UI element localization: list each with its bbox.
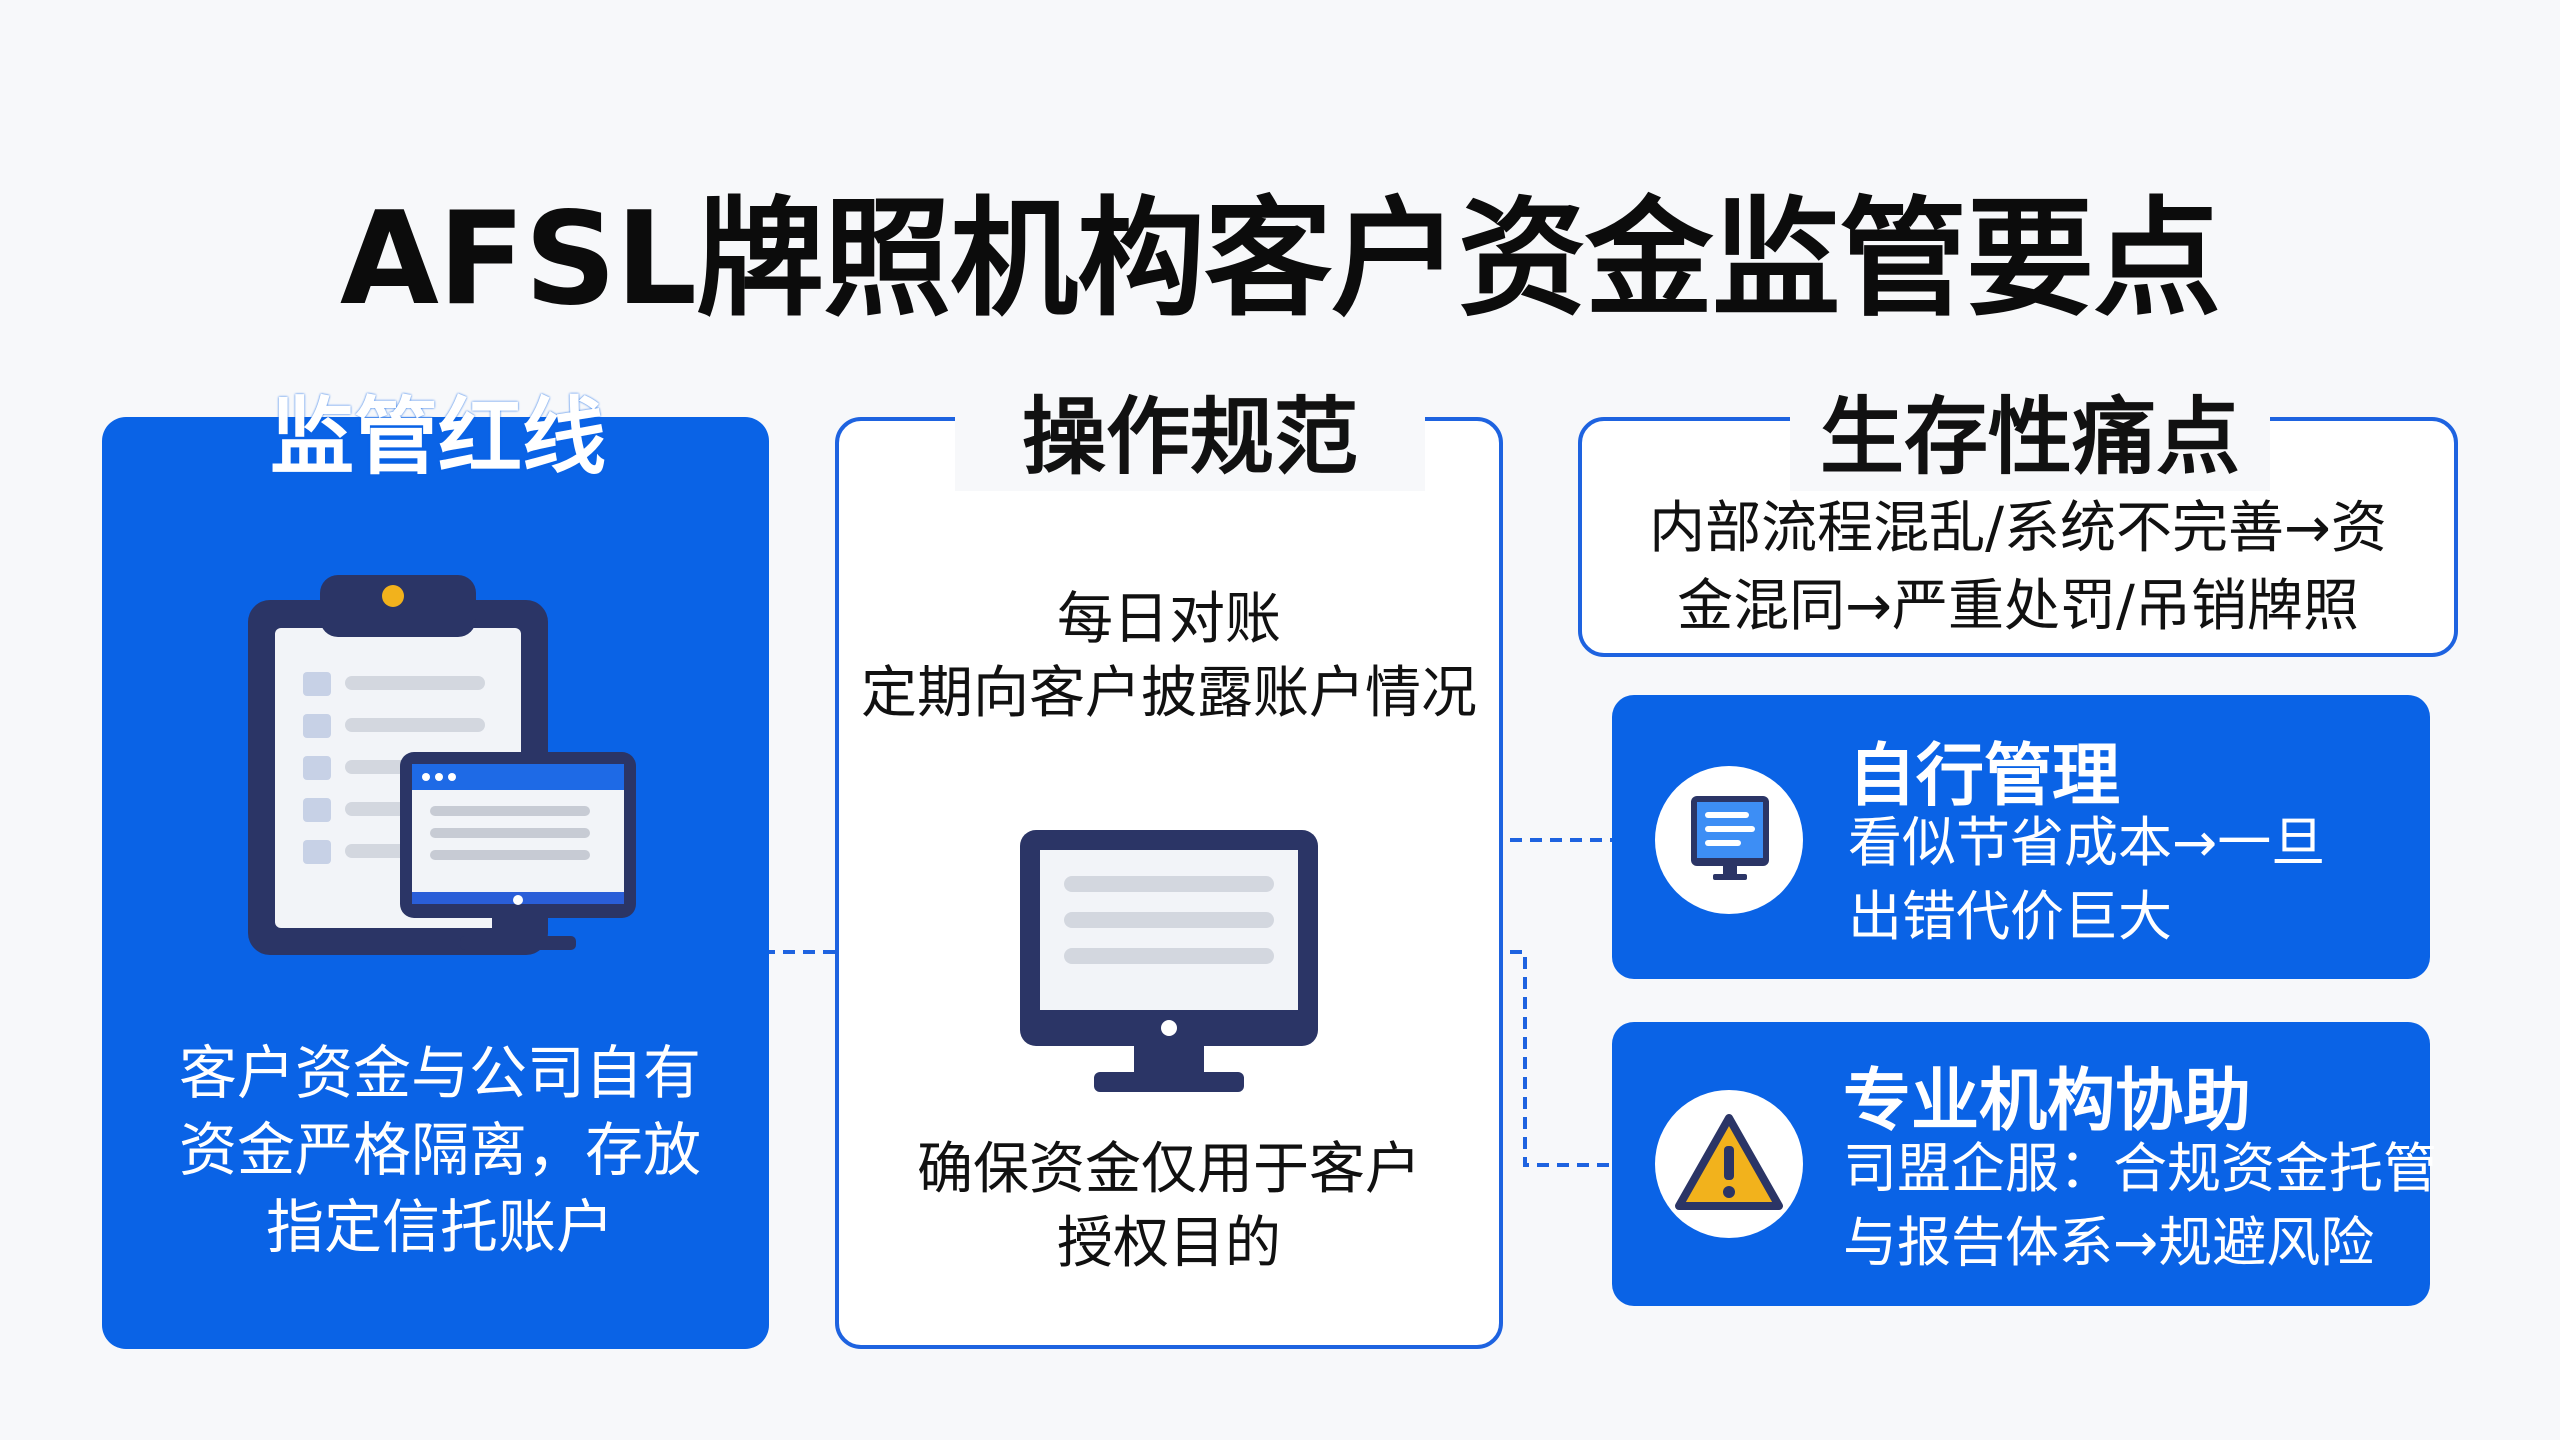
professional-assistance-icon-circle bbox=[1655, 1090, 1803, 1238]
self-management-text: 看似节省成本→一旦 出错代价巨大 bbox=[1848, 811, 2326, 948]
operation-standard-heading: 操作规范 bbox=[955, 370, 1425, 491]
warning-icon bbox=[1675, 1114, 1783, 1210]
professional-assistance-text: 司盟企服：合规资金托管 与报告体系→规避风险 bbox=[1843, 1137, 2437, 1274]
operation-standard-bottom-text: 确保资金仅用于客户 授权目的 bbox=[917, 1137, 1421, 1276]
clipboard-computer-icon bbox=[248, 575, 636, 955]
operation-standard-top-text: 每日对账 定期向客户披露账户情况 bbox=[861, 587, 1477, 726]
document-monitor-icon bbox=[1691, 796, 1769, 900]
survival-pain-point-text: 内部流程混乱/系统不完善→资 金混同→严重处罚/吊销牌照 bbox=[1649, 496, 2387, 639]
regulatory-redline-heading: 监管红线 bbox=[270, 388, 607, 486]
regulatory-redline-text: 客户资金与公司自有 资金严格隔离，存放 指定信托账户 bbox=[178, 1039, 701, 1261]
page-title: AFSL牌照机构客户资金监管要点 bbox=[339, 185, 2221, 334]
survival-pain-point-heading: 生存性痛点 bbox=[1790, 370, 2270, 491]
self-management-icon-circle bbox=[1655, 766, 1803, 914]
monitor-icon bbox=[1020, 830, 1318, 1092]
professional-assistance-heading: 专业机构协助 bbox=[1843, 1062, 2252, 1141]
self-management-heading: 自行管理 bbox=[1848, 737, 2121, 816]
